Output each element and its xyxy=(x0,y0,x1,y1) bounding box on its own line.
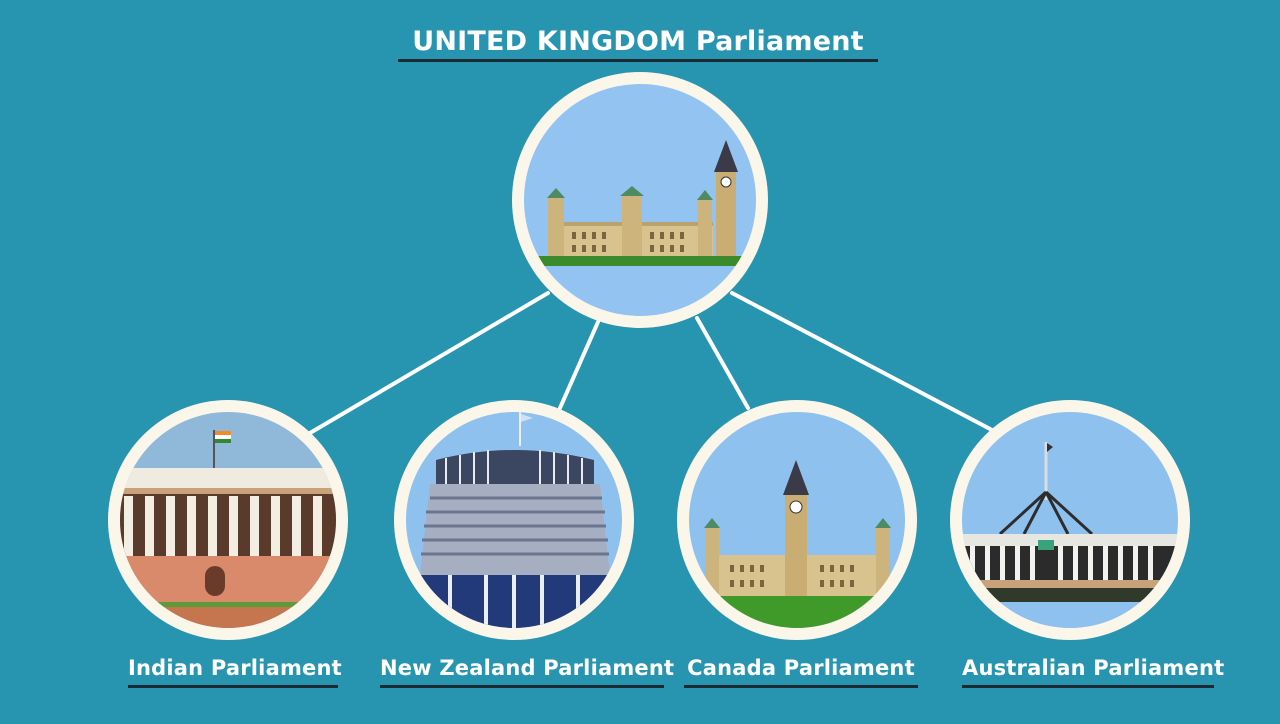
caption-canada-parliament: Canada Parliament xyxy=(687,656,915,680)
caption-underline-canada xyxy=(684,685,918,688)
uk-parliament-node xyxy=(512,72,768,328)
caption-underline-new-zealand xyxy=(380,685,664,688)
connector-line-new-zealand xyxy=(558,320,600,410)
uk-parliament-building-image xyxy=(524,84,756,316)
australian-parliament-node xyxy=(950,400,1190,640)
australian-parliament-building-image xyxy=(962,412,1178,628)
connectors xyxy=(308,291,994,435)
diagram-title: UNITED KINGDOM Parliament xyxy=(412,26,864,57)
new-zealand-parliament-building-image xyxy=(406,412,622,628)
caption-underline-australian xyxy=(962,685,1214,688)
indian-parliament-node xyxy=(108,400,348,640)
canada-parliament-node xyxy=(677,400,917,640)
indian-parliament-building-image xyxy=(120,412,336,628)
new-zealand-parliament-node xyxy=(394,400,634,640)
connector-line-indian xyxy=(308,291,550,435)
connector-line-canada xyxy=(695,316,750,410)
title-underline xyxy=(398,59,878,62)
connector-line-australian xyxy=(730,291,994,432)
canada-parliament-building-image xyxy=(689,412,905,628)
caption-indian-parliament: Indian Parliament xyxy=(128,656,342,680)
caption-australian-parliament: Australian Parliament xyxy=(962,656,1225,680)
caption-underline-indian xyxy=(128,685,338,688)
caption-new-zealand-parliament: New Zealand Parliament xyxy=(380,656,675,680)
